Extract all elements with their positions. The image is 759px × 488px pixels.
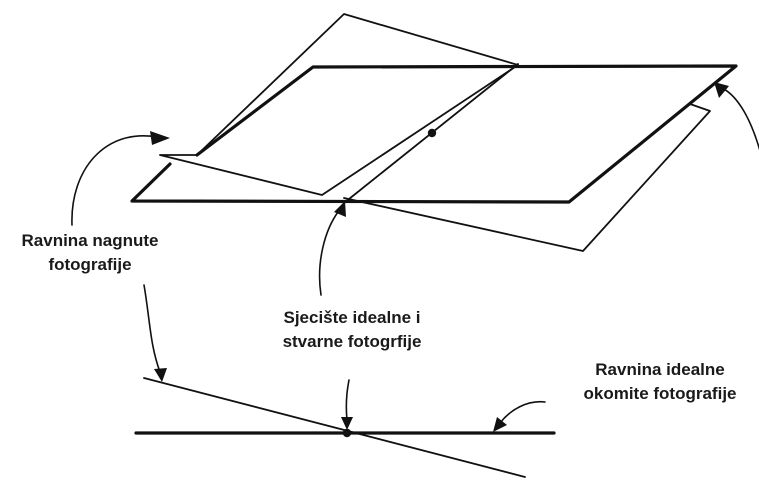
- tilted-photo-side-line: [143, 377, 526, 478]
- ideal-plane-pointer-arrowhead: [714, 82, 729, 98]
- intersection-label-line2: stvarne fotogrfije: [282, 332, 422, 351]
- ideal-plane-label-line2: okomite fotografije: [583, 384, 737, 403]
- intersection-pointer-arrow-top: [318, 211, 339, 296]
- ideal-plane-label-line1: Ravnina idealne: [595, 360, 725, 379]
- intersection-pointer-arrowhead-bottom: [341, 417, 353, 430]
- ideal-plane-outline: [130, 64, 738, 204]
- tilted-plane-label-line2: fotografije: [48, 255, 132, 274]
- intersection-point: [342, 428, 352, 438]
- intersection-pointer-arrowhead-top: [334, 201, 346, 217]
- principal-point: [427, 128, 437, 138]
- tilted-plane-lower-edge: [343, 103, 711, 252]
- tilted-plane-pointer-arrowhead-bottom: [154, 368, 167, 382]
- tilted-plane-label-line1: Ravnina nagnute: [21, 231, 159, 250]
- intersection-pointer-arrow-bottom: [345, 379, 350, 421]
- tilted-plane-outline: [159, 13, 519, 196]
- tilted-plane-pointer-arrow: [71, 135, 158, 226]
- tilted-plane-pointer-arrowhead: [150, 131, 170, 145]
- ideal-plane-pointer-arrow-bottom: [499, 400, 546, 424]
- tilted-plane-pointer-arrow-bottom: [143, 284, 161, 373]
- tilted-plane-label: Ravnina nagnute fotografije: [10, 229, 170, 277]
- ideal-plane-pointer-arrow: [721, 87, 759, 151]
- ideal-plane-pointer-arrowhead-bottom: [493, 417, 507, 432]
- ideal-plane-label: Ravnina idealne okomite fotografije: [565, 358, 755, 406]
- intersection-label: Sjecište idealne i stvarne fotogrfije: [252, 306, 452, 354]
- intersection-label-line1: Sjecište idealne i: [283, 308, 421, 327]
